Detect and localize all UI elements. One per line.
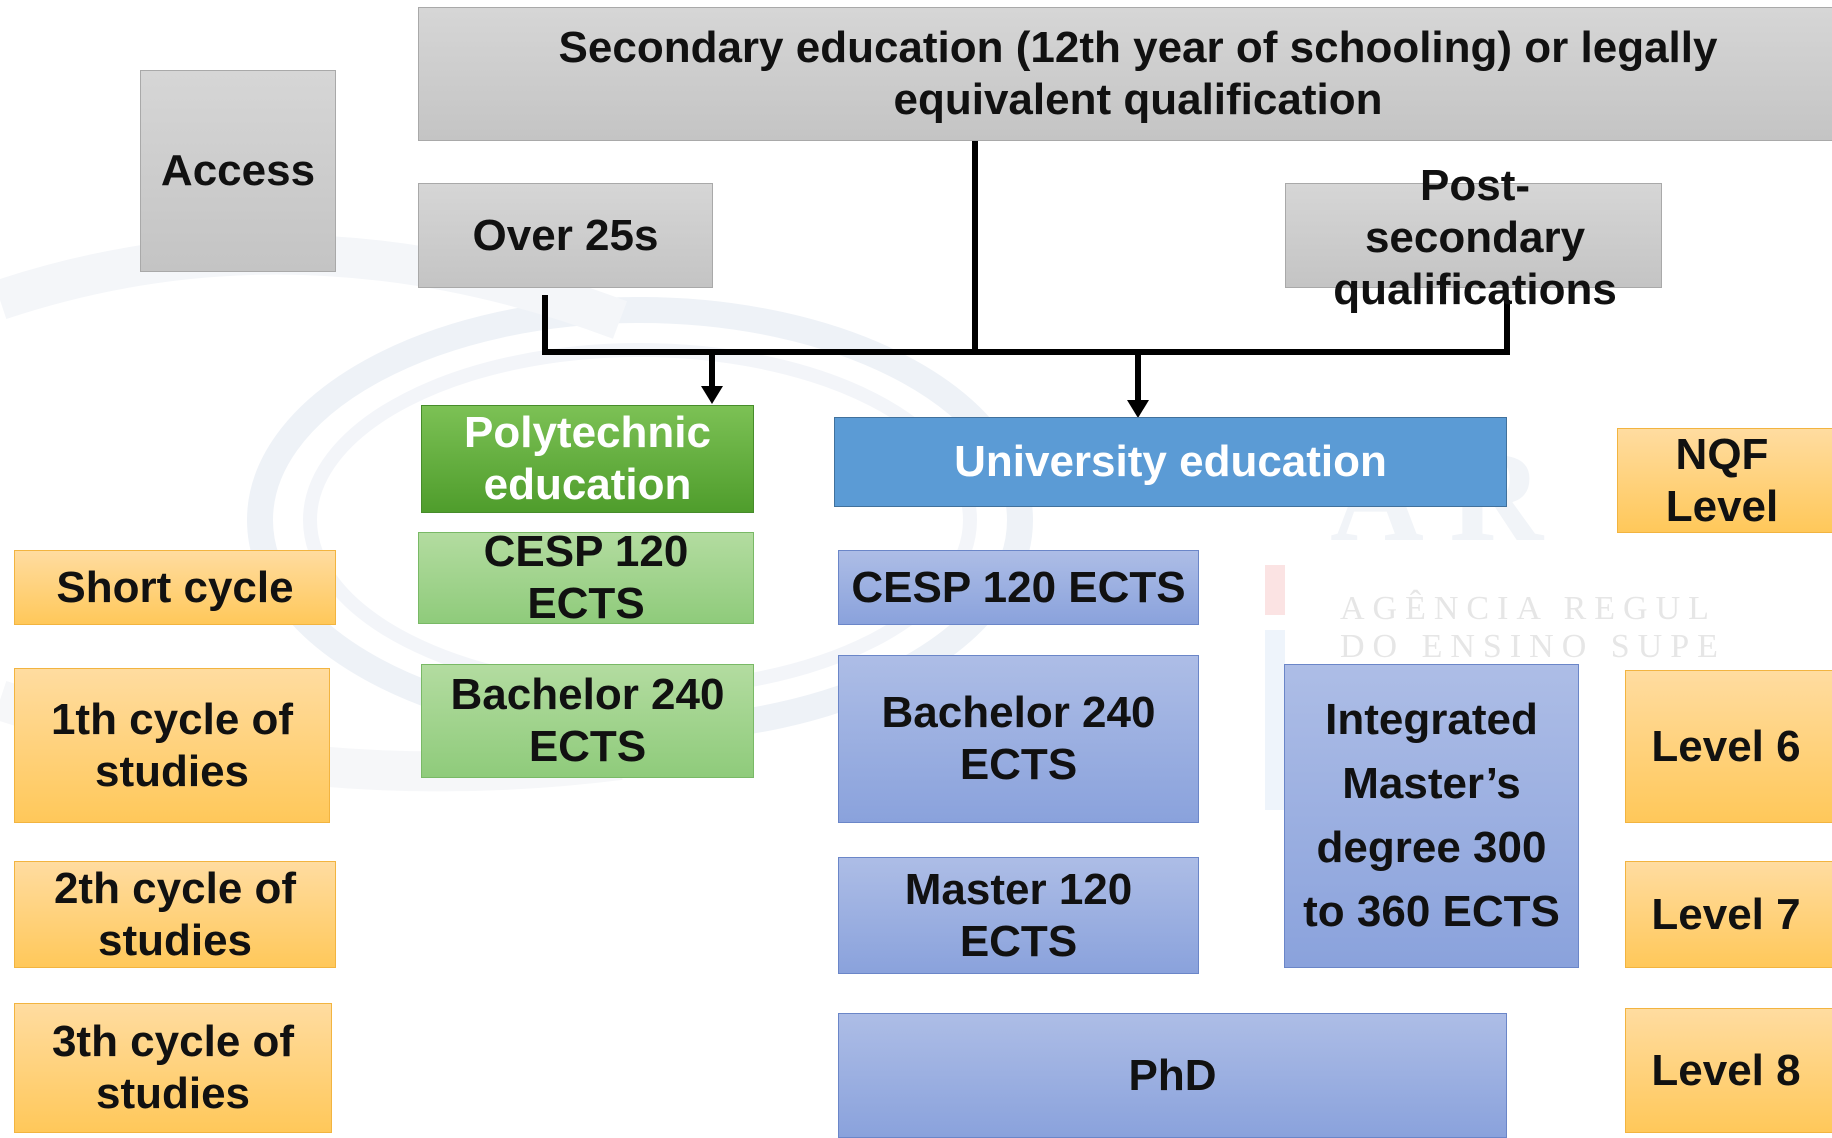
phd-label: PhD — [1128, 1050, 1217, 1100]
post-secondary-box — [1285, 183, 1662, 288]
second-cycle-box: 2th cycle of studies — [14, 861, 336, 968]
polytechnic-cesp-label: CESP 120 ECTS — [483, 527, 689, 628]
access-label: Access — [160, 146, 316, 196]
first-cycle-box: 1th cycle of studies — [14, 668, 330, 823]
second-cycle-label: 2th cycle of studies — [53, 863, 297, 965]
secondary-education-box: Secondary education (12th year of school… — [418, 7, 1832, 141]
watermark-text-2: DO ENSINO SUPE — [1340, 628, 1726, 665]
university-cesp-label: CESP 120 ECTS — [851, 562, 1186, 612]
university-bachelor-box: Bachelor 240 ECTS — [838, 655, 1199, 823]
third-cycle-label: 3th cycle of studies — [51, 1017, 295, 1118]
university-education-header: University education — [834, 417, 1507, 507]
university-master-label: Master 120 ECTS — [904, 864, 1133, 966]
phd-box: PhD — [838, 1013, 1507, 1138]
integrated-master-box: Integrated Master’s degree 300 to 360 EC… — [1284, 664, 1579, 968]
polytechnic-education-label: Polytechnic education — [464, 408, 711, 509]
level-7-box: Level 7 — [1625, 861, 1832, 968]
access-box: Access — [140, 70, 336, 272]
university-cesp-box: CESP 120 ECTS — [838, 550, 1199, 625]
arrow-to-university — [1127, 400, 1149, 418]
polytechnic-bachelor-label: Bachelor 240 ECTS — [450, 670, 725, 771]
nqf-level-label: NQF Level — [1665, 429, 1779, 531]
over-25s-label: Over 25s — [472, 210, 659, 260]
level-8-box: Level 8 — [1625, 1008, 1832, 1133]
level-8-label: Level 8 — [1651, 1045, 1801, 1095]
watermark-text-1: AGÊNCIA REGUL — [1340, 590, 1717, 627]
post-secondary-label: Post-secondary qualifications — [1333, 161, 1617, 314]
short-cycle-box: Short cycle — [14, 550, 336, 625]
secondary-education-label: Secondary education (12th year of school… — [558, 23, 1718, 124]
integrated-master-label: Integrated Master’s degree 300 to 360 EC… — [1303, 695, 1560, 936]
university-education-label: University education — [954, 437, 1387, 487]
nqf-level-header: NQF Level — [1617, 428, 1832, 533]
level-6-box: Level 6 — [1625, 670, 1832, 823]
third-cycle-box: 3th cycle of studies — [14, 1003, 332, 1133]
first-cycle-label: 1th cycle of studies — [50, 694, 294, 796]
polytechnic-cesp-box: CESP 120 ECTS — [418, 527, 754, 628]
over-25s-box: Over 25s — [418, 183, 713, 288]
polytechnic-bachelor-box: Bachelor 240 ECTS — [421, 664, 754, 778]
arrow-to-polytechnic — [701, 386, 723, 404]
level-7-label: Level 7 — [1651, 889, 1801, 939]
university-master-box: Master 120 ECTS — [838, 857, 1199, 974]
short-cycle-label: Short cycle — [56, 562, 294, 612]
level-6-label: Level 6 — [1651, 721, 1801, 771]
polytechnic-education-header: Polytechnic education — [421, 405, 754, 513]
university-bachelor-label: Bachelor 240 ECTS — [881, 688, 1156, 789]
